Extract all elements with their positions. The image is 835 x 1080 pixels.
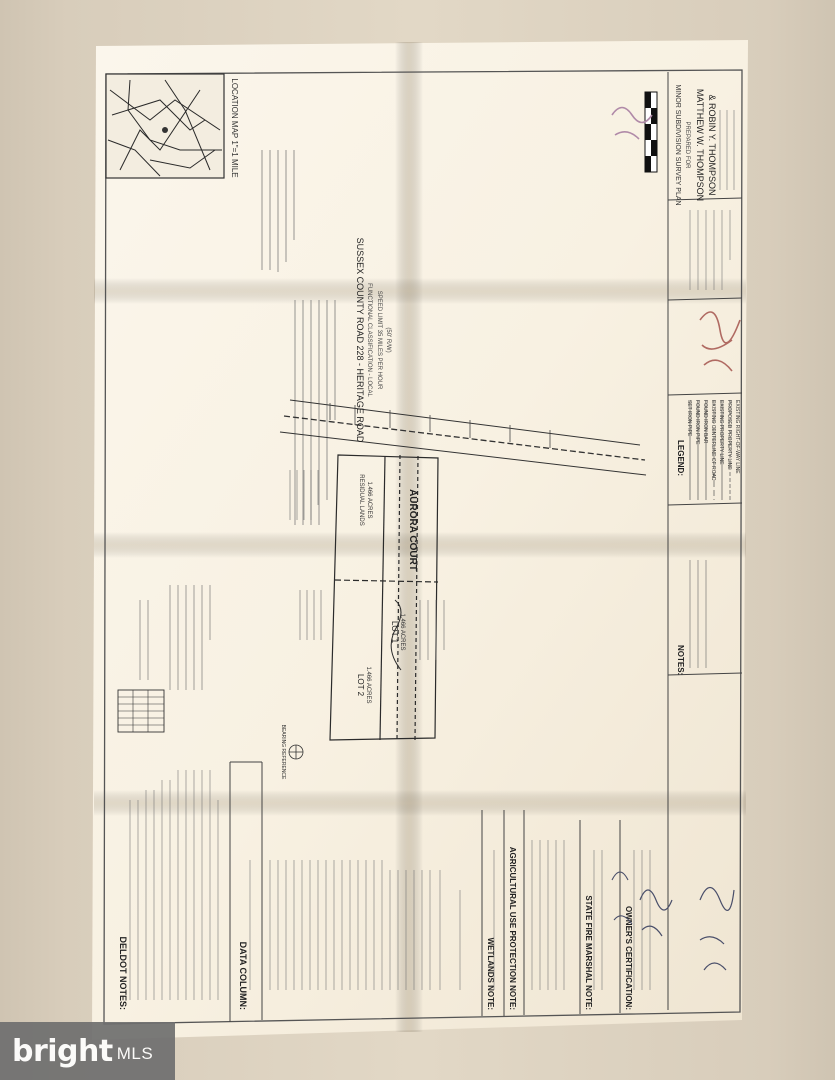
prepared-for-label: PREPARED FOR <box>684 122 690 170</box>
surveyor-certification-text <box>261 150 295 272</box>
title-block: MINOR SUBDIVISION SURVEY PLAN PREPARED F… <box>611 72 743 1010</box>
fold-crease-horizontal-2 <box>94 532 746 558</box>
lot-1-name: LOT 1 <box>390 621 399 644</box>
owner-name-2: & ROBIN Y. THOMPSON <box>707 94 717 195</box>
fire-marshal-note-title: STATE FIRE MARSHAL NOTE: <box>584 895 593 1010</box>
bearing-table <box>117 585 211 733</box>
owner-signature-1 <box>639 889 673 937</box>
road-classification: FUNCTIONAL CLASSIFICATION - LOCAL <box>366 283 372 397</box>
data-column-title: DATA COLUMN: <box>238 942 248 1010</box>
scale-bar <box>644 91 658 173</box>
lower-notes-section: DELDOT NOTES: DATA COLUMN: WETLANDS NOTE… <box>118 761 735 1022</box>
bearing-reference: BEARING REFERENCE <box>280 725 304 780</box>
bright-mls-watermark: bright MLS <box>0 1022 175 1080</box>
road-name: SUSSEX COUNTY ROAD 228 - HERITAGE ROAD <box>355 238 365 443</box>
parcel-labels: AURORA COURT LOT 1 1.466 ACRES LOT 2 1.4… <box>289 470 445 704</box>
legend-item: EXISTING RIGHT-OF-WAY LINE <box>734 400 740 474</box>
road-speed-limit: SPEED LIMIT 35 MILES PER HOUR <box>376 291 382 390</box>
agricultural-note-title: AGRICULTURAL USE PROTECTION NOTE: <box>508 847 517 1010</box>
plan-type-label: MINOR SUBDIVISION SURVEY PLAN <box>674 84 681 205</box>
bearing-reference-label: BEARING REFERENCE <box>280 725 286 780</box>
owner-certification-title: OWNER'S CERTIFICATION: <box>624 906 633 1010</box>
fold-crease-horizontal-3 <box>94 790 746 816</box>
signature-stamp <box>699 311 741 372</box>
location-map: LOCATION MAP 1"=1 MILE <box>105 73 239 179</box>
road-row-width: (50' R/W) <box>385 327 391 352</box>
legend-item: PROPOSED PROPERTY LINE <box>726 400 732 470</box>
heritage-road: SUSSEX COUNTY ROAD 228 - HERITAGE ROAD F… <box>279 238 647 476</box>
surveyor-certification-text-lower <box>294 300 336 525</box>
court-label: AURORA COURT <box>407 489 418 571</box>
legend-item: FOUND IRON BAR <box>702 400 708 444</box>
legend-item: EXISTING PROPERTY LINE <box>718 400 724 465</box>
owner-name-1: MATTHEW W. THOMPSON <box>695 89 705 201</box>
owner-signature-2 <box>699 886 735 971</box>
watermark-brand: bright <box>12 1033 113 1069</box>
residual-lands-area: 1.466 ACRES <box>366 481 372 518</box>
residual-lands-name: RESIDUAL LANDS <box>358 474 364 525</box>
surveyor-seal-stamp <box>611 106 653 140</box>
lot-1-area: 1.466 ACRES <box>399 613 405 650</box>
plan-border <box>103 69 743 1025</box>
legend: LEGEND: NOTES: <box>667 400 743 676</box>
wetlands-note-title: WETLANDS NOTE: <box>486 938 495 1010</box>
watermark-suffix: MLS <box>116 1044 154 1063</box>
location-map-title: LOCATION MAP 1"=1 MILE <box>230 78 239 177</box>
deldot-notes-title: DELDOT NOTES: <box>118 937 128 1011</box>
legend-title: LEGEND: <box>676 440 685 476</box>
lot-2-area: 1.466 ACRES <box>365 666 371 703</box>
fold-crease-horizontal-1 <box>94 278 746 304</box>
legend-item: FOUND IRON PIPE <box>694 400 700 445</box>
legend-item: SET IRON PIPE <box>686 400 692 437</box>
notes-title: NOTES: <box>676 645 685 675</box>
parcel-boundaries <box>329 454 439 741</box>
legend-item: EXISTING CENTERLINE OF ROAD <box>710 400 716 481</box>
lot-2-name: LOT 2 <box>356 674 365 697</box>
owner-signature-3 <box>611 871 633 925</box>
